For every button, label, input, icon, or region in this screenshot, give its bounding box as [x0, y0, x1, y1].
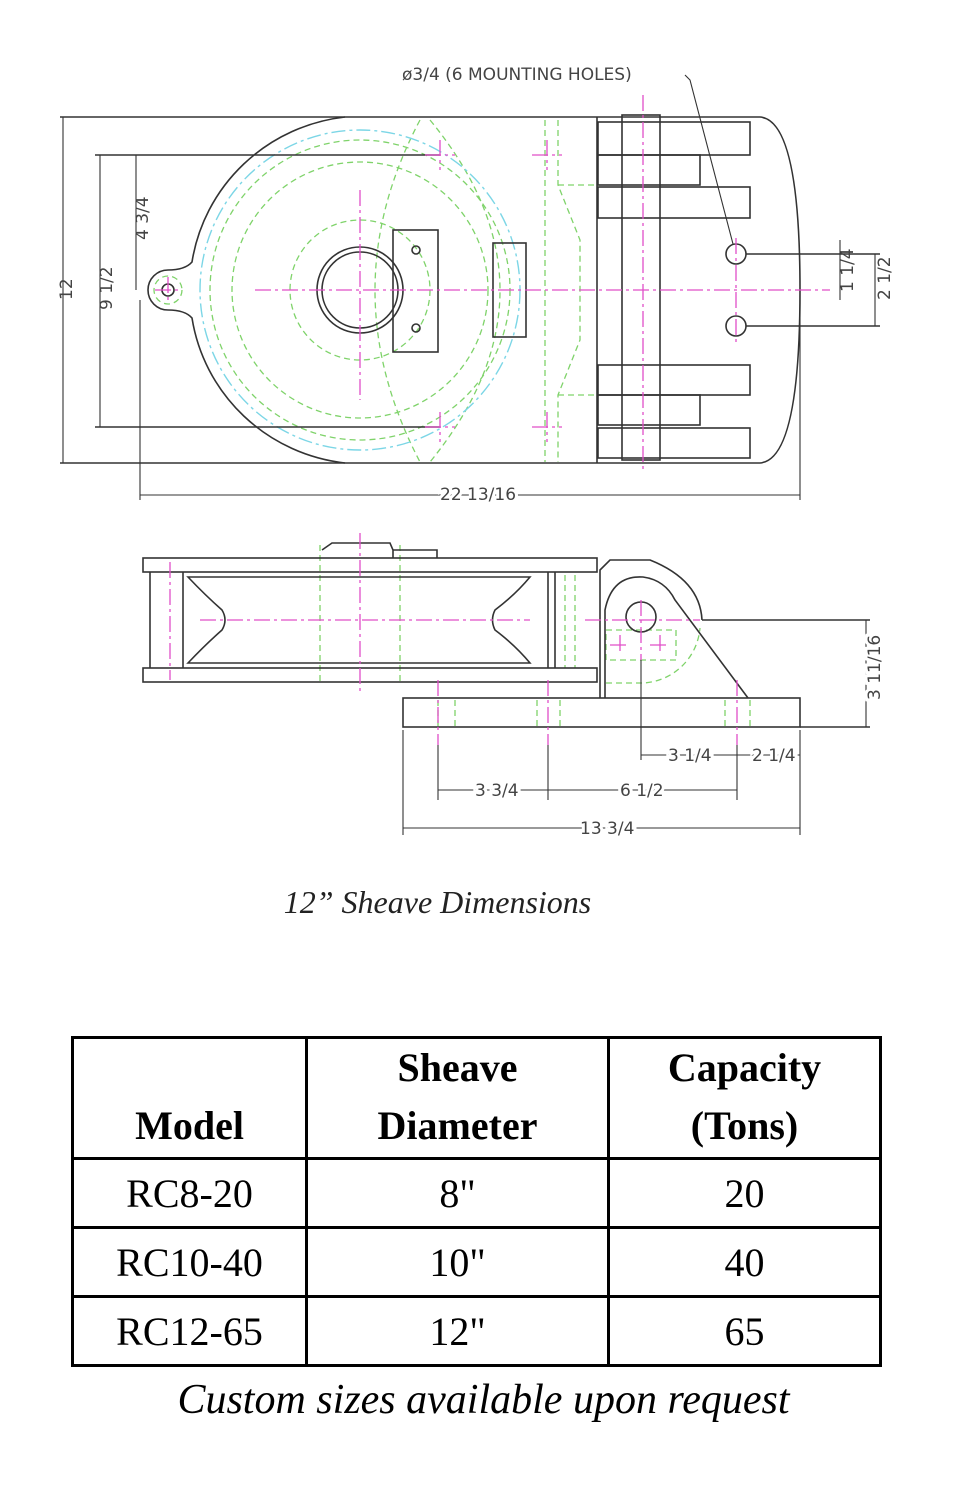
dim-pin-height: 3 11/16	[865, 635, 885, 700]
dim-hole-spacing-a: 3 3/4	[475, 781, 519, 801]
drawing-caption: 12” Sheave Dimensions	[283, 884, 592, 920]
header-model: Model	[71, 1036, 308, 1160]
header-capacity-line1: Capacity	[667, 1045, 822, 1090]
dimension-lines	[62, 74, 876, 500]
cell-capacity: 20	[607, 1157, 882, 1229]
top-view: ø3/4 (6 MOUNTING HOLES) 12 9 1/2 4 3/4 2…	[57, 65, 895, 508]
dim-small-offset: 1 1/4	[838, 248, 858, 292]
centerlines	[155, 95, 830, 470]
custom-sizes-note: Custom sizes available upon request	[177, 1377, 790, 1423]
header-diameter-line1: Sheave	[397, 1045, 518, 1090]
dim-half-spacing: 4 3/4	[133, 196, 153, 240]
dim-rear-hole-spacing: 2 1/2	[875, 256, 895, 300]
table-row: RC8-20 8" 20	[71, 1157, 882, 1229]
dim-hole-spacing-b: 6 1/2	[620, 781, 664, 801]
header-capacity-line2: (Tons)	[690, 1103, 799, 1148]
dim-base-length: 13 3/4	[580, 819, 634, 839]
body-outline	[60, 114, 880, 464]
cell-capacity: 40	[607, 1226, 882, 1298]
cell-capacity: 65	[607, 1295, 882, 1367]
table-row: RC12-65 12" 65	[71, 1295, 882, 1367]
dim-pin-to-hole: 3 1/4	[668, 746, 712, 766]
cell-diameter: 10"	[305, 1226, 610, 1298]
dim-hole-spacing: 9 1/2	[97, 266, 117, 310]
cell-diameter: 12"	[305, 1295, 610, 1367]
dim-overall-height: 12	[57, 278, 77, 300]
cell-diameter: 8"	[305, 1157, 610, 1229]
cell-model: RC10-40	[71, 1226, 308, 1298]
sheave-technical-drawing: ø3/4 (6 MOUNTING HOLES) 12 9 1/2 4 3/4 2…	[57, 65, 895, 842]
cell-model: RC12-65	[71, 1295, 308, 1367]
dim-hole-to-end: 2 1/4	[752, 746, 796, 766]
dim-overall-length: 22 13/16	[440, 485, 516, 505]
header-capacity: Capacity (Tons)	[607, 1036, 882, 1160]
table-row: RC10-40 10" 40	[71, 1226, 882, 1298]
mounting-holes-label: ø3/4 (6 MOUNTING HOLES)	[402, 65, 632, 85]
cell-model: RC8-20	[71, 1157, 308, 1229]
header-diameter-line2: Diameter	[377, 1103, 538, 1148]
hidden-lines	[153, 119, 600, 463]
side-view: 3 11/16 3 1/4 2 1/4 3 3/4 6 1/2 13 3/4	[142, 533, 888, 842]
